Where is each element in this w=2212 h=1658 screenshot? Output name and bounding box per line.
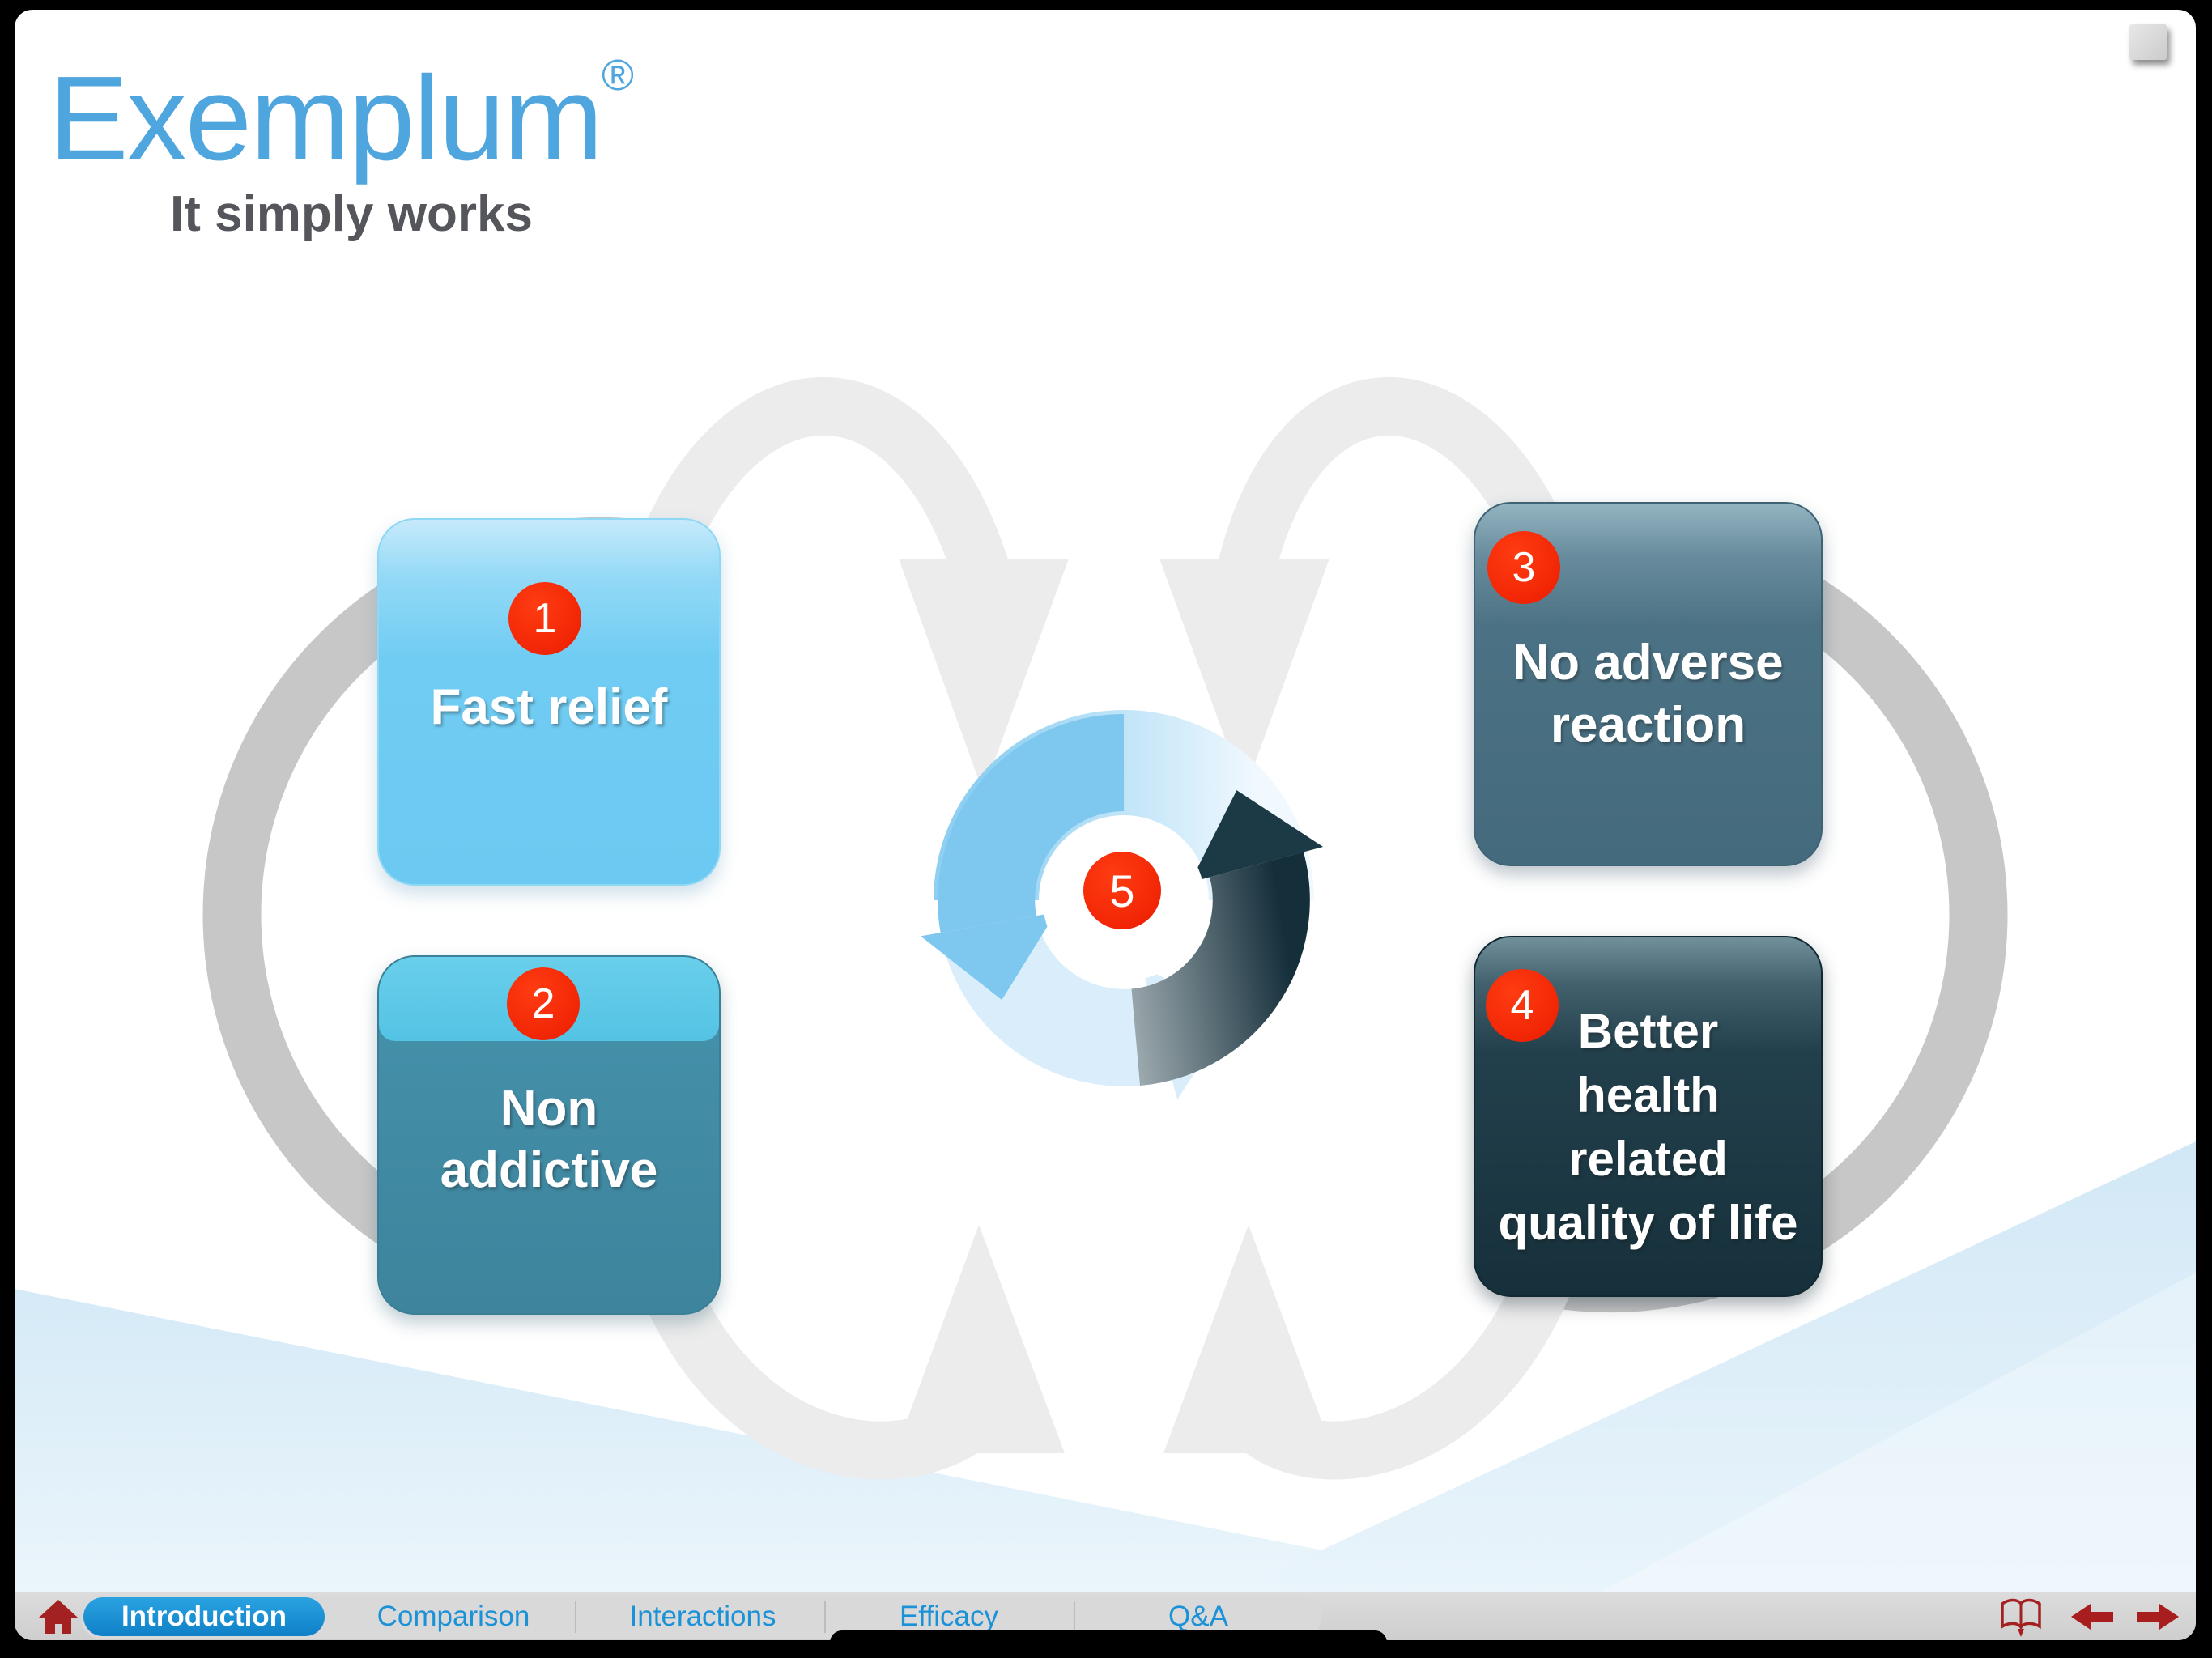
hotspot-badge-2[interactable]: 2 [507,967,580,1040]
brand-tagline: It simply works [170,185,533,242]
hotspot-badge-4[interactable]: 4 [1486,969,1559,1042]
arrow-left-icon[interactable] [2066,1601,2115,1633]
cycle-blue-arrow [921,714,1125,1001]
tab-separator [1074,1601,1075,1633]
tab-separator [824,1601,826,1633]
brand-logo: Exemplum® It simply works [49,51,634,243]
tab-introduction[interactable]: Introduction [83,1597,325,1636]
trademark-symbol: ® [602,51,634,100]
hotspot-badge-3[interactable]: 3 [1487,531,1560,604]
book-icon[interactable] [1998,1596,2044,1639]
card-label: Better health related quality of life [1498,1004,1798,1250]
card-fast-relief[interactable]: Fast relief [377,518,721,886]
tab-interactions[interactable]: Interactions [629,1601,776,1632]
bottom-left-wedge [15,1289,1423,1592]
cycle-dark-arrow [1129,790,1324,1086]
bottom-right-wedge [1278,1141,2196,1592]
tab-qa[interactable]: Q&A [1168,1601,1228,1632]
tab-efficacy[interactable]: Efficacy [900,1601,998,1632]
hotspot-badge-5[interactable]: 5 [1083,852,1161,929]
bottom-right-wedge-highlight [1602,1273,2196,1592]
card-quality-of-life[interactable]: Better health related quality of life [1474,936,1823,1297]
card-label: Non addictive [440,1081,658,1198]
tab-comparison[interactable]: Comparison [376,1601,530,1632]
card-label: No adverse reaction [1512,635,1784,753]
card-label: Fast relief [430,679,668,735]
app-screen: Exemplum® It simply works F [15,10,2196,1640]
note-corner-button[interactable] [2129,24,2167,60]
home-indicator[interactable] [830,1630,1387,1655]
card-no-adverse-reaction[interactable]: No adverse reaction [1474,502,1823,866]
home-icon[interactable] [37,1598,79,1635]
hotspot-badge-1[interactable]: 1 [508,582,581,655]
brand-name: Exemplum [49,52,603,185]
arrow-right-icon[interactable] [2135,1601,2184,1633]
cycle-diagram[interactable] [857,633,1391,1167]
loop-arrowheads [895,559,1334,1453]
tab-separator [575,1601,576,1633]
